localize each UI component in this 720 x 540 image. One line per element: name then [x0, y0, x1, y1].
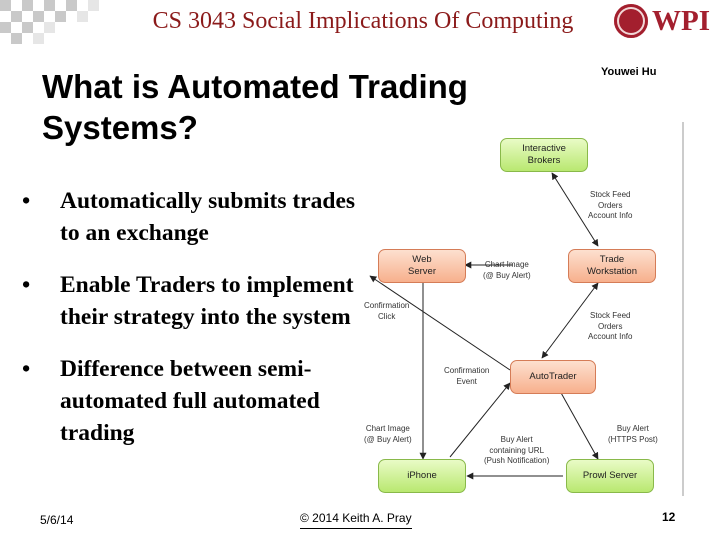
arrow-autotrader-prowl — [559, 390, 599, 460]
wpi-logo-text: WPI — [652, 5, 710, 37]
author-name: Youwei Hu — [601, 66, 657, 78]
arrow-confirmation-click — [369, 275, 511, 371]
bullet-list: • Automatically submits trades to an exch… — [18, 185, 368, 469]
node-interactive-brokers: Interactive Brokers — [500, 138, 588, 172]
edge-label-confirmation-event: Confirmation Event — [444, 366, 490, 386]
checkerboard-decoration — [0, 0, 99, 44]
bullet-text: Automatically submits trades to an excha… — [60, 188, 356, 246]
slide-title: What is Automated Trading Systems? — [42, 68, 468, 146]
bullet-marker: • — [22, 356, 31, 382]
diagram-arrows — [369, 122, 684, 496]
edge-label-confirmation-click: Confirmation Click — [364, 301, 410, 321]
node-prowl-server: Prowl Server — [566, 459, 654, 493]
arrow-iphone-autotrader — [449, 382, 511, 458]
course-title: CS 3043 Social Implications Of Computing — [152, 8, 574, 34]
node-iphone: iPhone — [378, 459, 466, 493]
page-number: 12 — [662, 510, 676, 524]
wpi-seal-icon — [614, 4, 648, 38]
edge-label-chart-image-bottom: Chart Image (@ Buy Alert) — [364, 424, 412, 444]
bullet-marker: • — [22, 272, 31, 298]
edge-label-chart-image-top: Chart Image (@ Buy Alert) — [483, 260, 531, 280]
edge-label-stock-feed-mid: Stock Feed Orders Account Info — [588, 311, 633, 341]
bullet-marker: • — [22, 188, 31, 214]
bullet-item: • Automatically submits trades to an exch… — [18, 185, 368, 249]
footer-date: 5/6/14 — [40, 513, 74, 527]
edge-label-stock-feed-top: Stock Feed Orders Account Info — [588, 190, 633, 220]
node-autotrader: AutoTrader — [510, 360, 596, 394]
bullet-item: • Difference between semi-automated full … — [18, 353, 368, 449]
edge-label-buy-alert-push: Buy Alert containing URL (Push Notificat… — [484, 435, 550, 465]
bullet-item: • Enable Traders to implement their strat… — [18, 269, 368, 333]
arrow-autotrader-workstation — [541, 282, 599, 359]
architecture-diagram: Interactive Brokers Web Server Trade Wor… — [360, 118, 690, 498]
bullet-text: Difference between semi-automated full a… — [60, 356, 320, 446]
bullet-text: Enable Traders to implement their strate… — [60, 272, 354, 330]
arrow-brokers-workstation — [551, 172, 599, 247]
edge-label-buy-alert-https: Buy Alert (HTTPS Post) — [608, 424, 658, 444]
footer-copyright: © 2014 Keith A. Pray — [300, 511, 412, 529]
node-trade-workstation: Trade Workstation — [568, 249, 656, 283]
wpi-logo: WPI — [614, 4, 718, 40]
node-web-server: Web Server — [378, 249, 466, 283]
